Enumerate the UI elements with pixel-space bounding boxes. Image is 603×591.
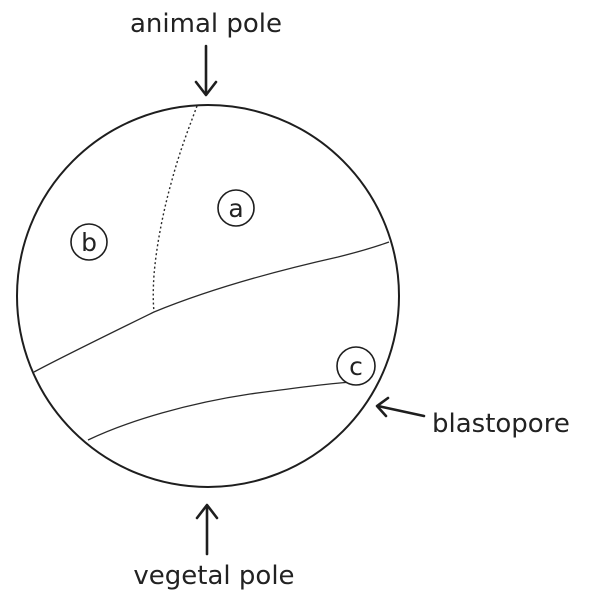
vegetal-pole-arrow xyxy=(197,505,217,554)
region-c-label: c xyxy=(349,352,363,381)
animal-pole-arrow xyxy=(196,46,216,95)
region-c-marker: c xyxy=(337,347,375,385)
animal-hemisphere-divider xyxy=(153,106,197,312)
vegetal-pole-label: vegetal pole xyxy=(133,561,294,591)
region-a-marker: a xyxy=(218,190,254,226)
embryo-outline xyxy=(17,105,399,487)
blastopore-arrow xyxy=(377,398,424,416)
lower-boundary-line xyxy=(88,382,352,440)
region-a-label: a xyxy=(228,194,243,223)
animal-pole-label: animal pole xyxy=(130,9,282,39)
region-b-label: b xyxy=(81,228,97,257)
region-b-marker: b xyxy=(71,224,107,260)
blastopore-label: blastopore xyxy=(432,409,570,439)
upper-boundary-line xyxy=(34,242,389,372)
